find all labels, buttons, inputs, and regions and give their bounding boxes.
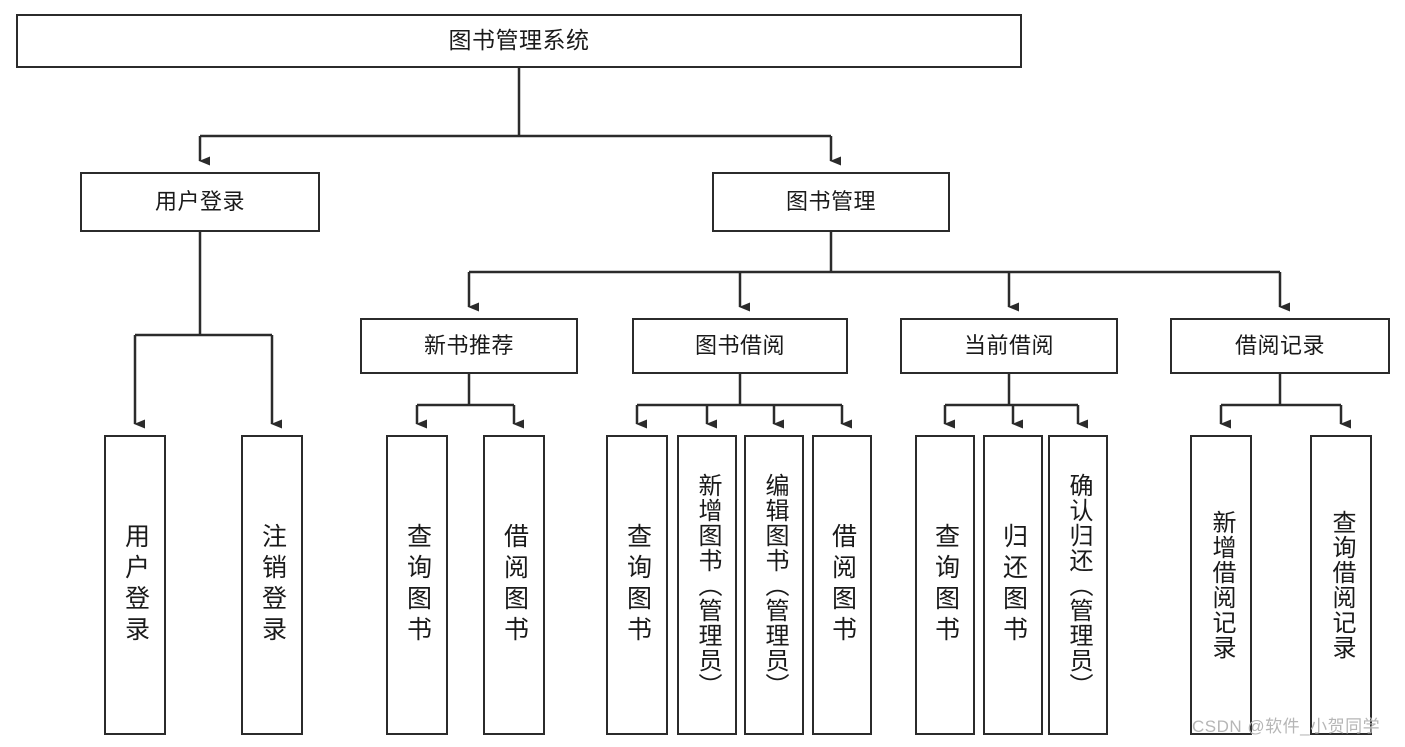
node-l5[interactable]: 查询图书 [606, 435, 668, 735]
node-label: 用户登录 [121, 523, 150, 647]
node-l8[interactable]: 借阅图书 [812, 435, 872, 735]
node-bookmgmt[interactable]: 图书管理 [712, 172, 950, 232]
node-label: 查询图书 [931, 523, 960, 647]
node-label: 借阅记录 [1234, 332, 1325, 358]
node-login[interactable]: 用户登录 [80, 172, 320, 232]
node-label: 查询图书 [623, 523, 652, 647]
node-label: 图书借阅 [694, 332, 785, 358]
node-label: 新增借阅记录 [1208, 510, 1235, 660]
node-label: 注销登录 [258, 523, 287, 647]
node-label: 图书管理系统 [448, 27, 590, 54]
node-l12[interactable]: 新增借阅记录 [1190, 435, 1252, 735]
node-label: 用户登录 [154, 188, 245, 214]
node-label: 图书管理 [785, 188, 876, 214]
node-root[interactable]: 图书管理系统 [16, 14, 1022, 68]
node-l3[interactable]: 查询图书 [386, 435, 448, 735]
node-newbooks[interactable]: 新书推荐 [360, 318, 578, 374]
node-label: 编辑图书（管理员） [761, 472, 788, 698]
node-l7[interactable]: 编辑图书（管理员） [744, 435, 804, 735]
node-l13[interactable]: 查询借阅记录 [1310, 435, 1372, 735]
node-current[interactable]: 当前借阅 [900, 318, 1118, 374]
node-l6[interactable]: 新增图书（管理员） [677, 435, 737, 735]
node-borrow[interactable]: 图书借阅 [632, 318, 848, 374]
node-records[interactable]: 借阅记录 [1170, 318, 1390, 374]
node-label: 查询借阅记录 [1328, 510, 1355, 660]
node-label: 新书推荐 [423, 332, 514, 358]
node-label: 借阅图书 [828, 523, 857, 647]
node-l1[interactable]: 用户登录 [104, 435, 166, 735]
node-l2[interactable]: 注销登录 [241, 435, 303, 735]
node-label: 借阅图书 [500, 523, 529, 647]
watermark-label: CSDN @软件_小贺同学 [1192, 717, 1381, 736]
node-label: 查询图书 [403, 523, 432, 647]
node-l11[interactable]: 确认归还（管理员） [1048, 435, 1108, 735]
node-label: 新增图书（管理员） [694, 472, 721, 698]
node-label: 归还图书 [999, 523, 1028, 647]
node-label: 当前借阅 [963, 332, 1054, 358]
node-l9[interactable]: 查询图书 [915, 435, 975, 735]
node-l4[interactable]: 借阅图书 [483, 435, 545, 735]
node-label: 确认归还（管理员） [1065, 472, 1092, 698]
node-l10[interactable]: 归还图书 [983, 435, 1043, 735]
